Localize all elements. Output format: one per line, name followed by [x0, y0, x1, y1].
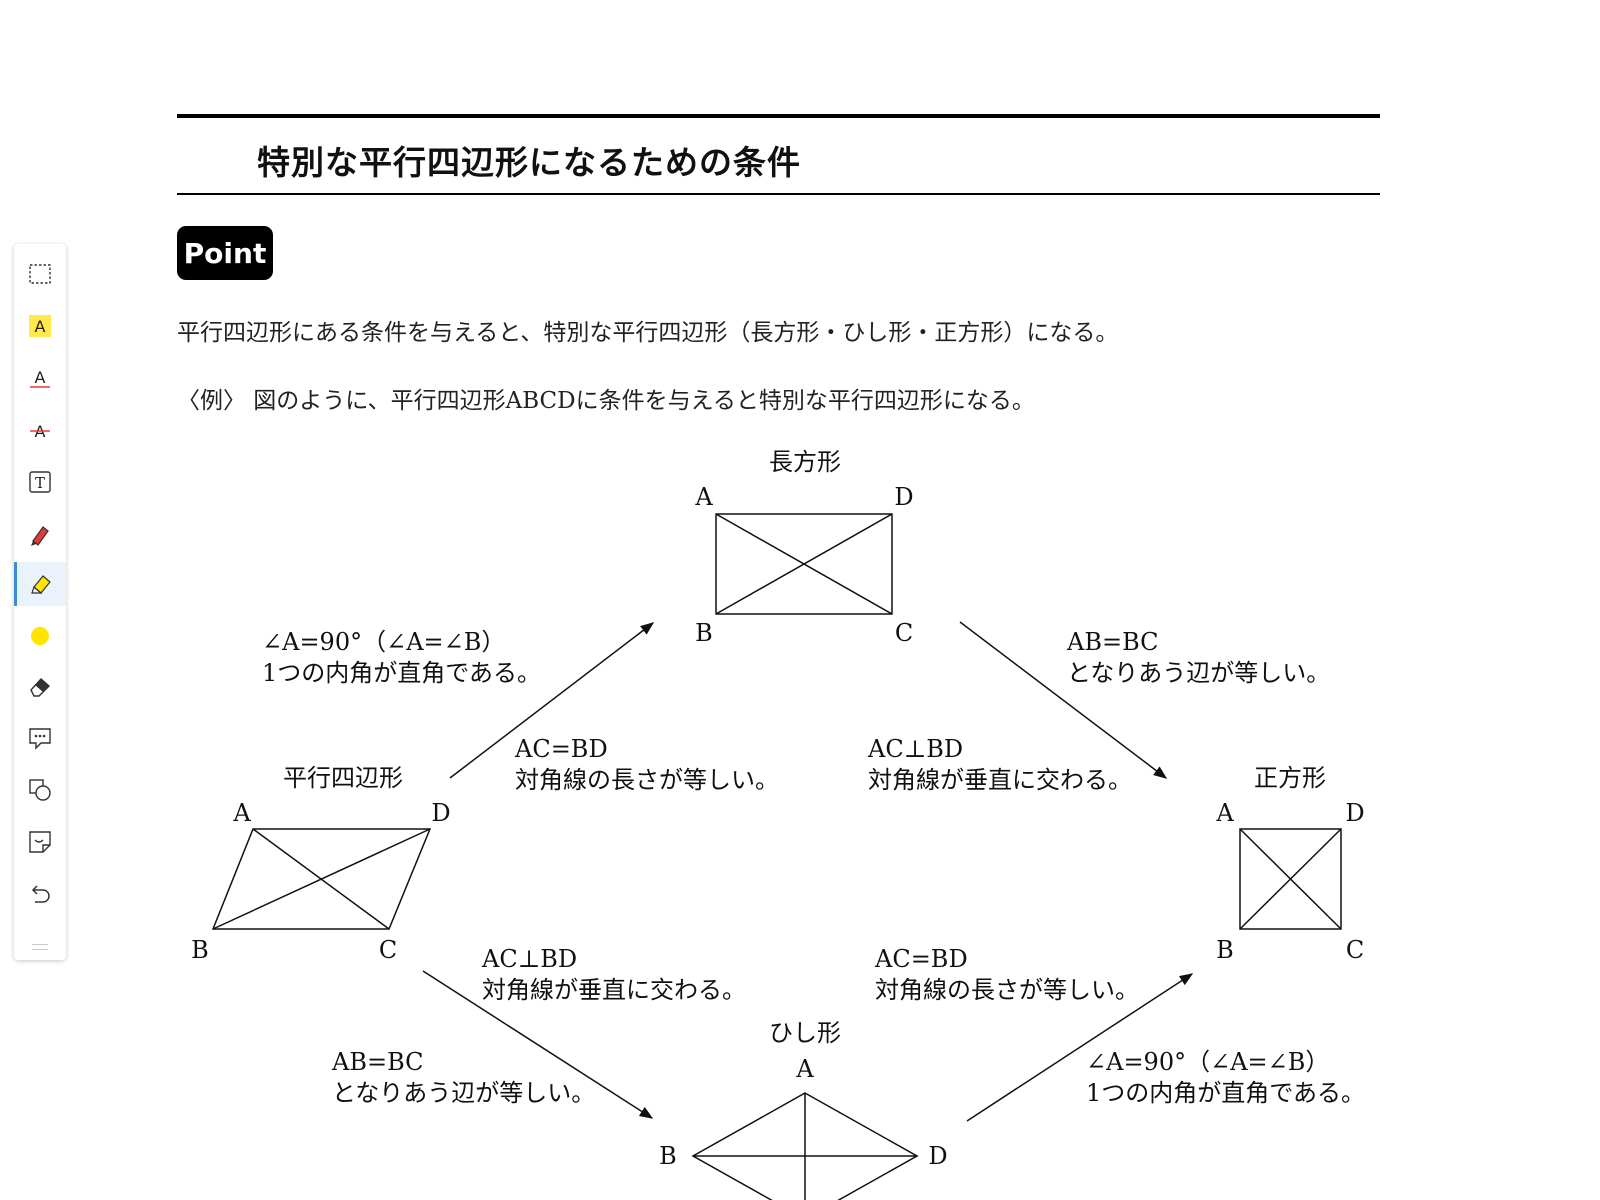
condition-line: 1つの内角が直角である。 [262, 659, 541, 687]
text-box-tool[interactable]: T [14, 460, 66, 504]
condition-line: ∠A=90°（∠A=∠B） [262, 628, 505, 656]
square-vertex-d: D [1345, 799, 1364, 827]
underline-tool[interactable]: A [14, 356, 66, 400]
dashed-rectangle-icon [29, 264, 51, 284]
square-vertex-c: C [1346, 936, 1364, 964]
condition-line: AC=BD [514, 735, 608, 763]
color-dot-icon [31, 627, 49, 645]
condition-line: 対角線の長さが等しい。 [515, 766, 779, 794]
pen-icon [31, 526, 49, 546]
example-text: 〈例〉 図のように、平行四辺形ABCDに条件を与えると特別な平行四辺形になる。 [177, 388, 1035, 414]
parallelogram-vertex-d: D [431, 799, 450, 827]
svg-text:A: A [35, 368, 46, 387]
toolbar-drag-handle[interactable] [32, 944, 48, 950]
rhombus-title: ひし形 [769, 1019, 841, 1047]
strikethrough-icon: A [30, 422, 50, 441]
square-vertex-b: B [1216, 936, 1234, 964]
rectangle-vertex-a: A [694, 483, 713, 511]
square-figure [1239, 828, 1342, 930]
condition-line: 1つの内角が直角である。 [1086, 1079, 1365, 1107]
shape-tool[interactable] [14, 768, 66, 812]
rhombus-figure [691, 1092, 919, 1200]
square-title: 正方形 [1254, 764, 1326, 792]
condition-line: 対角線が垂直に交わる。 [868, 766, 1132, 794]
rhombus-vertex-d: D [928, 1142, 947, 1170]
arrow-parallelogram-to-rhombus [422, 970, 654, 1119]
point-badge: Point [177, 226, 273, 280]
comment-icon [29, 728, 51, 750]
rectangle-figure [715, 513, 893, 615]
highlighter-icon [30, 575, 51, 594]
title-top-rule [177, 114, 1380, 118]
arrow-parallelogram-to-rectangle [449, 622, 655, 779]
condition-para-to-rect-angle: ∠A=90°（∠A=∠B） 1つの内角が直角である。 [262, 628, 541, 687]
sticker-icon [29, 831, 51, 853]
highlight-text-tool[interactable]: A [14, 304, 66, 348]
condition-line: ∠A=90°（∠A=∠B） [1086, 1048, 1329, 1076]
underline-icon: A [30, 368, 50, 388]
square-vertex-a: A [1215, 799, 1234, 827]
rectangle-vertex-c: C [895, 619, 913, 647]
condition-line: となりあう辺が等しい。 [332, 1079, 595, 1107]
condition-line: 対角線が垂直に交わる。 [482, 976, 746, 1004]
eraser-icon [30, 678, 51, 697]
eraser-tool[interactable] [14, 664, 66, 708]
pen-tool[interactable] [14, 512, 66, 556]
strikethrough-tool[interactable]: A [14, 408, 66, 452]
parallelogram-title: 平行四辺形 [283, 764, 403, 792]
undo-icon [31, 885, 50, 903]
condition-line: AC=BD [874, 945, 968, 973]
condition-line: AB=BC [331, 1048, 424, 1076]
select-tool[interactable] [14, 252, 66, 296]
comment-tool[interactable] [14, 716, 66, 760]
annotation-toolbar: A A A T [14, 244, 66, 960]
parallelogram-vertex-c: C [379, 936, 397, 964]
condition-line: AC⊥BD [867, 735, 963, 763]
condition-line: となりあう辺が等しい。 [1067, 659, 1330, 687]
color-picker[interactable] [14, 614, 66, 658]
parallelogram-vertex-b: B [191, 936, 209, 964]
rectangle-title: 長方形 [769, 448, 841, 476]
svg-text:T: T [35, 474, 45, 492]
arrow-rhombus-to-square [966, 973, 1194, 1122]
condition-para-to-rect-diagonal: AC=BD 対角線の長さが等しい。 [514, 735, 779, 794]
highlight-text-icon: A [29, 315, 51, 337]
rectangle-vertex-d: D [894, 483, 913, 511]
parallelogram-vertex-a: A [232, 799, 251, 827]
condition-line: 対角線の長さが等しい。 [875, 976, 1139, 1004]
shapes-icon [29, 779, 51, 801]
svg-text:A: A [35, 317, 46, 336]
parallelogram-figure [211, 828, 432, 930]
title-bottom-rule [177, 193, 1380, 195]
text-box-icon: T [29, 471, 51, 493]
arrow-rectangle-to-square [959, 621, 1168, 779]
rhombus-vertex-b: B [659, 1142, 677, 1170]
condition-para-to-rhombus-side: AB=BC となりあう辺が等しい。 [331, 1048, 595, 1107]
condition-rect-to-square-side: AB=BC となりあう辺が等しい。 [1066, 628, 1330, 687]
condition-rhombus-to-square-angle: ∠A=90°（∠A=∠B） 1つの内角が直角である。 [1086, 1048, 1365, 1107]
condition-para-to-rhombus-diagonal: AC⊥BD 対角線が垂直に交わる。 [481, 945, 746, 1004]
rhombus-vertex-a: A [795, 1055, 814, 1083]
condition-rect-to-square-diagonal: AC⊥BD 対角線が垂直に交わる。 [867, 735, 1132, 794]
rectangle-vertex-b: B [695, 619, 713, 647]
highlighter-tool[interactable] [14, 562, 66, 606]
page-title: 特別な平行四辺形になるための条件 [257, 143, 801, 182]
sticker-tool[interactable] [14, 820, 66, 864]
condition-line: AC⊥BD [481, 945, 577, 973]
condition-rhombus-to-square-diagonal: AC=BD 対角線の長さが等しい。 [874, 945, 1139, 1004]
condition-line: AB=BC [1066, 628, 1159, 656]
intro-text: 平行四辺形にある条件を与えると、特別な平行四辺形（長方形・ひし形・正方形）になる… [177, 320, 1119, 346]
undo-button[interactable] [14, 872, 66, 916]
